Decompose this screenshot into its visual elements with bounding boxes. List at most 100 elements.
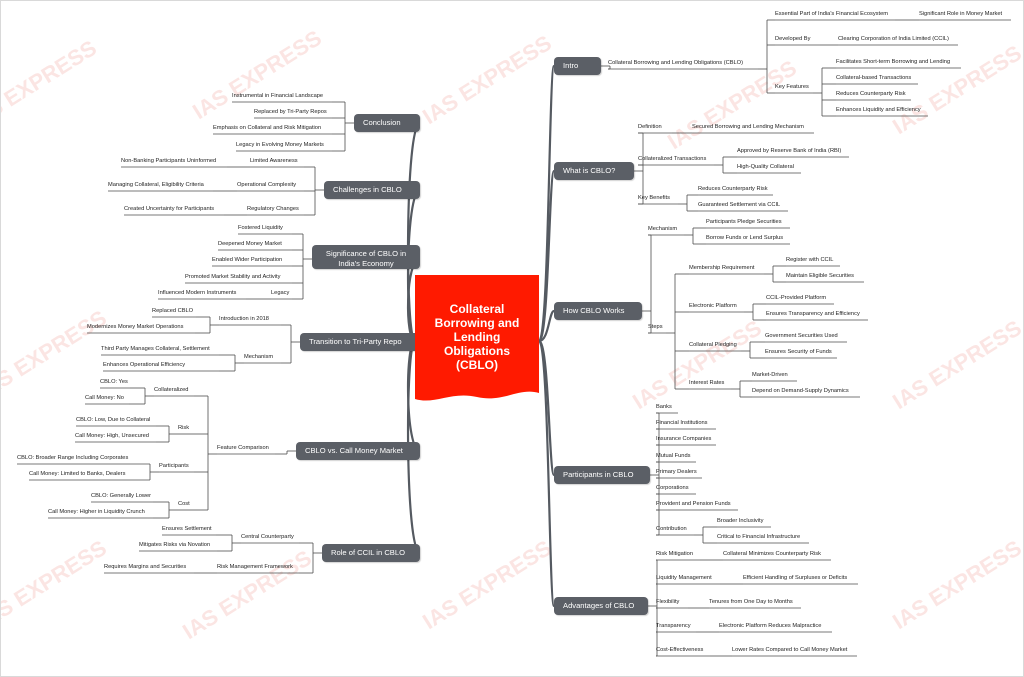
node-call-money-higher-in-liquidity-crunch[interactable]: Call Money: Higher in Liquidity Crunch: [48, 509, 145, 515]
node-register-with-ccil[interactable]: Register with CCIL: [786, 257, 834, 263]
node-mechanism[interactable]: Mechanism: [648, 226, 678, 232]
node-non-banking-participants-uninformed[interactable]: Non-Banking Participants Uninformed: [121, 158, 217, 164]
node-ccil-provided-platform[interactable]: CCIL-Provided Platform: [766, 295, 827, 301]
branch-what[interactable]: What is CBLO?: [554, 162, 634, 180]
node-risk-mitigation[interactable]: Risk Mitigation: [656, 551, 693, 557]
node-insurance-companies[interactable]: Insurance Companies: [656, 436, 712, 442]
node-requires-margins-and-securities[interactable]: Requires Margins and Securities: [104, 564, 187, 570]
central-topic[interactable]: Collateral Borrowing and Lending Obligat…: [415, 275, 539, 405]
node-instrumental-in-financial-landscape[interactable]: Instrumental in Financial Landscape: [232, 93, 324, 99]
node-collateral-pledging[interactable]: Collateral Pledging: [689, 342, 737, 348]
node-enhances-liquidity-and-efficiency[interactable]: Enhances Liquidity and Efficiency: [836, 107, 921, 113]
node-steps[interactable]: Steps: [648, 324, 663, 330]
node-reduces-counterparty-risk[interactable]: Reduces Counterparty Risk: [698, 186, 768, 192]
branch-advantages[interactable]: Advantages of CBLO: [554, 597, 648, 615]
node-cost[interactable]: Cost: [178, 501, 190, 507]
node-cost-effectiveness[interactable]: Cost-Effectiveness: [656, 647, 704, 653]
node-market-driven[interactable]: Market-Driven: [752, 372, 788, 378]
node-cblo-low-due-to-collateral[interactable]: CBLO: Low, Due to Collateral: [76, 417, 151, 423]
node-broader-inclusivity[interactable]: Broader Inclusivity: [717, 518, 764, 524]
node-banks[interactable]: Banks: [656, 404, 672, 410]
node-membership-requirement[interactable]: Membership Requirement: [689, 265, 755, 271]
node-developed-by[interactable]: Developed By: [775, 36, 811, 42]
branch-ccil[interactable]: Role of CCIL in CBLO: [322, 544, 420, 562]
node-influenced-modern-instruments[interactable]: Influenced Modern Instruments: [158, 290, 237, 296]
node-limited-awareness[interactable]: Limited Awareness: [250, 158, 298, 164]
node-government-securities-used[interactable]: Government Securities Used: [765, 333, 838, 339]
node-reduces-counterparty-risk[interactable]: Reduces Counterparty Risk: [836, 91, 906, 97]
node-enabled-wider-participation[interactable]: Enabled Wider Participation: [212, 257, 283, 263]
branch-vs[interactable]: CBLO vs. Call Money Market: [296, 442, 420, 460]
node-fostered-liquidity[interactable]: Fostered Liquidity: [238, 225, 283, 231]
branch-transition[interactable]: Transition to Tri-Party Repo: [300, 333, 420, 351]
node-high-quality-collateral[interactable]: High-Quality Collateral: [737, 164, 794, 170]
node-collateral-minimizes-counterparty-risk[interactable]: Collateral Minimizes Counterparty Risk: [723, 551, 821, 557]
node-call-money-no[interactable]: Call Money: No: [85, 395, 124, 401]
node-legacy-in-evolving-money-markets[interactable]: Legacy in Evolving Money Markets: [236, 142, 324, 148]
node-cblo-generally-lower[interactable]: CBLO: Generally Lower: [91, 493, 152, 499]
node-secured-borrowing-and-lending-mechanism[interactable]: Secured Borrowing and Lending Mechanism: [692, 124, 804, 130]
branch-intro[interactable]: Intro: [554, 57, 601, 75]
node-ensures-security-of-funds[interactable]: Ensures Security of Funds: [765, 349, 832, 355]
node-borrow-funds-or-lend-surplus[interactable]: Borrow Funds or Lend Surplus: [706, 235, 784, 241]
node-key-benefits[interactable]: Key Benefits: [638, 195, 670, 201]
node-replaced-cblo[interactable]: Replaced CBLO: [152, 308, 194, 314]
node-mutual-funds[interactable]: Mutual Funds: [656, 453, 691, 459]
node-facilitates-short-term-borrowing-and-len[interactable]: Facilitates Short-term Borrowing and Len…: [836, 59, 951, 65]
node-liquidity-management[interactable]: Liquidity Management: [656, 575, 712, 581]
node-ensures-transparency-and-efficiency[interactable]: Ensures Transparency and Efficiency: [766, 311, 860, 317]
node-collateral-based-transactions[interactable]: Collateral-based Transactions: [836, 75, 912, 81]
node-significant-role-in-money-market[interactable]: Significant Role in Money Market: [919, 11, 1003, 17]
node-call-money-limited-to-banks-dealers[interactable]: Call Money: Limited to Banks, Dealers: [29, 471, 126, 477]
node-legacy[interactable]: Legacy: [271, 290, 290, 296]
node-electronic-platform-reduces-malpractice[interactable]: Electronic Platform Reduces Malpractice: [719, 623, 822, 629]
node-central-counterparty[interactable]: Central Counterparty: [241, 534, 294, 540]
branch-participants[interactable]: Participants in CBLO: [554, 466, 650, 484]
node-cblo-yes[interactable]: CBLO: Yes: [100, 379, 128, 385]
node-depend-on-demand-supply-dynamics[interactable]: Depend on Demand-Supply Dynamics: [752, 388, 849, 394]
node-risk[interactable]: Risk: [178, 425, 190, 431]
node-participants[interactable]: Participants: [159, 463, 189, 469]
branch-significance[interactable]: Significance of CBLO in India's Economy: [312, 245, 420, 269]
node-regulatory-changes[interactable]: Regulatory Changes: [247, 206, 299, 212]
branch-conclusion[interactable]: Conclusion: [354, 114, 420, 132]
node-operational-complexity[interactable]: Operational Complexity: [237, 182, 297, 188]
node-flexibility[interactable]: Flexibility: [656, 599, 680, 605]
node-risk-management-framework[interactable]: Risk Management Framework: [217, 564, 293, 570]
node-efficient-handling-of-surpluses-or-defic[interactable]: Efficient Handling of Surpluses or Defic…: [743, 575, 848, 581]
node-third-party-manages-collateral-settlemen[interactable]: Third Party Manages Collateral, Settleme…: [101, 346, 210, 352]
node-corporations[interactable]: Corporations: [656, 485, 689, 491]
node-collateralized[interactable]: Collateralized: [154, 387, 189, 393]
node-call-money-high-unsecured[interactable]: Call Money: High, Unsecured: [75, 433, 149, 439]
node-mitigates-risks-via-novation[interactable]: Mitigates Risks via Novation: [139, 542, 211, 548]
node-transparency[interactable]: Transparency: [656, 623, 691, 629]
node-financial-institutions[interactable]: Financial Institutions: [656, 420, 708, 426]
node-introduction-in-2018[interactable]: Introduction in 2018: [219, 316, 269, 322]
branch-how[interactable]: How CBLO Works: [554, 302, 642, 320]
node-approved-by-reserve-bank-of-india-rbi[interactable]: Approved by Reserve Bank of India (RBI): [737, 148, 842, 154]
node-interest-rates[interactable]: Interest Rates: [689, 380, 725, 386]
node-maintain-eligible-securities[interactable]: Maintain Eligible Securities: [786, 273, 854, 279]
node-definition[interactable]: Definition: [638, 124, 662, 130]
node-provident-and-pension-funds[interactable]: Provident and Pension Funds: [656, 501, 731, 507]
node-ensures-settlement[interactable]: Ensures Settlement: [162, 526, 212, 532]
node-mechanism[interactable]: Mechanism: [244, 354, 274, 360]
node-collateral-borrowing-and-lending-obligat[interactable]: Collateral Borrowing and Lending Obligat…: [608, 60, 743, 66]
node-guaranteed-settlement-via-ccil[interactable]: Guaranteed Settlement via CCIL: [698, 202, 781, 208]
node-replaced-by-tri-party-repos[interactable]: Replaced by Tri-Party Repos: [254, 109, 327, 115]
branch-challenges[interactable]: Challenges in CBLO: [324, 181, 420, 199]
node-key-features[interactable]: Key Features: [775, 84, 809, 90]
node-managing-collateral-eligibility-criteria[interactable]: Managing Collateral, Eligibility Criteri…: [108, 182, 204, 188]
node-modernizes-money-market-operations[interactable]: Modernizes Money Market Operations: [87, 324, 184, 330]
node-participants-pledge-securities[interactable]: Participants Pledge Securities: [706, 219, 782, 225]
node-created-uncertainty-for-participants[interactable]: Created Uncertainty for Participants: [124, 206, 215, 212]
node-feature-comparison[interactable]: Feature Comparison: [217, 445, 269, 451]
node-tenures-from-one-day-to-months[interactable]: Tenures from One Day to Months: [709, 599, 793, 605]
node-electronic-platform[interactable]: Electronic Platform: [689, 303, 737, 309]
node-promoted-market-stability-and-activity[interactable]: Promoted Market Stability and Activity: [185, 274, 281, 280]
node-lower-rates-compared-to-call-money-marke[interactable]: Lower Rates Compared to Call Money Marke…: [732, 647, 848, 653]
node-deepened-money-market[interactable]: Deepened Money Market: [218, 241, 282, 247]
node-critical-to-financial-infrastructure[interactable]: Critical to Financial Infrastructure: [717, 534, 801, 540]
node-collateralized-transactions[interactable]: Collateralized Transactions: [638, 156, 707, 162]
node-enhances-operational-efficiency[interactable]: Enhances Operational Efficiency: [103, 362, 186, 368]
